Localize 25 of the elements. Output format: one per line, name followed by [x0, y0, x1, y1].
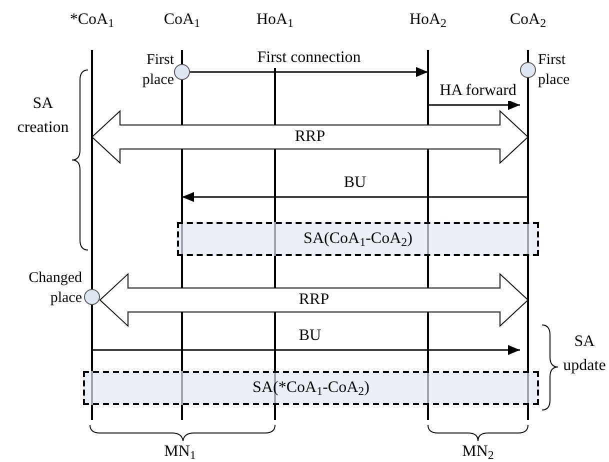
arrow	[92, 345, 520, 355]
security-association-box	[83, 371, 539, 405]
group-label: MN$_{1}$	[163, 442, 197, 462]
box-text: SA(*CoA$_{1}$-CoA$_{2}$)	[252, 380, 370, 396]
arrow	[190, 67, 428, 77]
group-label: SA update	[562, 332, 607, 376]
block-arrow	[99, 272, 529, 328]
lifeline-header: HoA$_{2}$	[409, 10, 447, 32]
group-label: MN$_{2}$	[461, 442, 495, 462]
group-label: SA creation	[16, 94, 70, 138]
place-marker	[174, 64, 190, 80]
node-caption: First place	[538, 51, 571, 90]
arrow	[182, 192, 528, 202]
arrow	[428, 100, 520, 110]
lifeline-header: HoA$_{1}$	[256, 10, 294, 32]
lifeline-header: CoA$_{2}$	[510, 10, 546, 32]
lifeline-header: CoA$_{1}$	[164, 10, 200, 32]
node-caption: Changed place	[28, 269, 82, 308]
block-arrow	[91, 110, 529, 164]
security-association-box	[177, 222, 539, 256]
box-text: SA(CoA$_{1}$-CoA$_{2}$)	[304, 231, 412, 247]
lifeline-header: *CoA$_{1}$	[70, 10, 114, 32]
place-marker	[84, 289, 100, 305]
place-marker	[520, 62, 536, 78]
node-caption: First place	[141, 51, 174, 90]
